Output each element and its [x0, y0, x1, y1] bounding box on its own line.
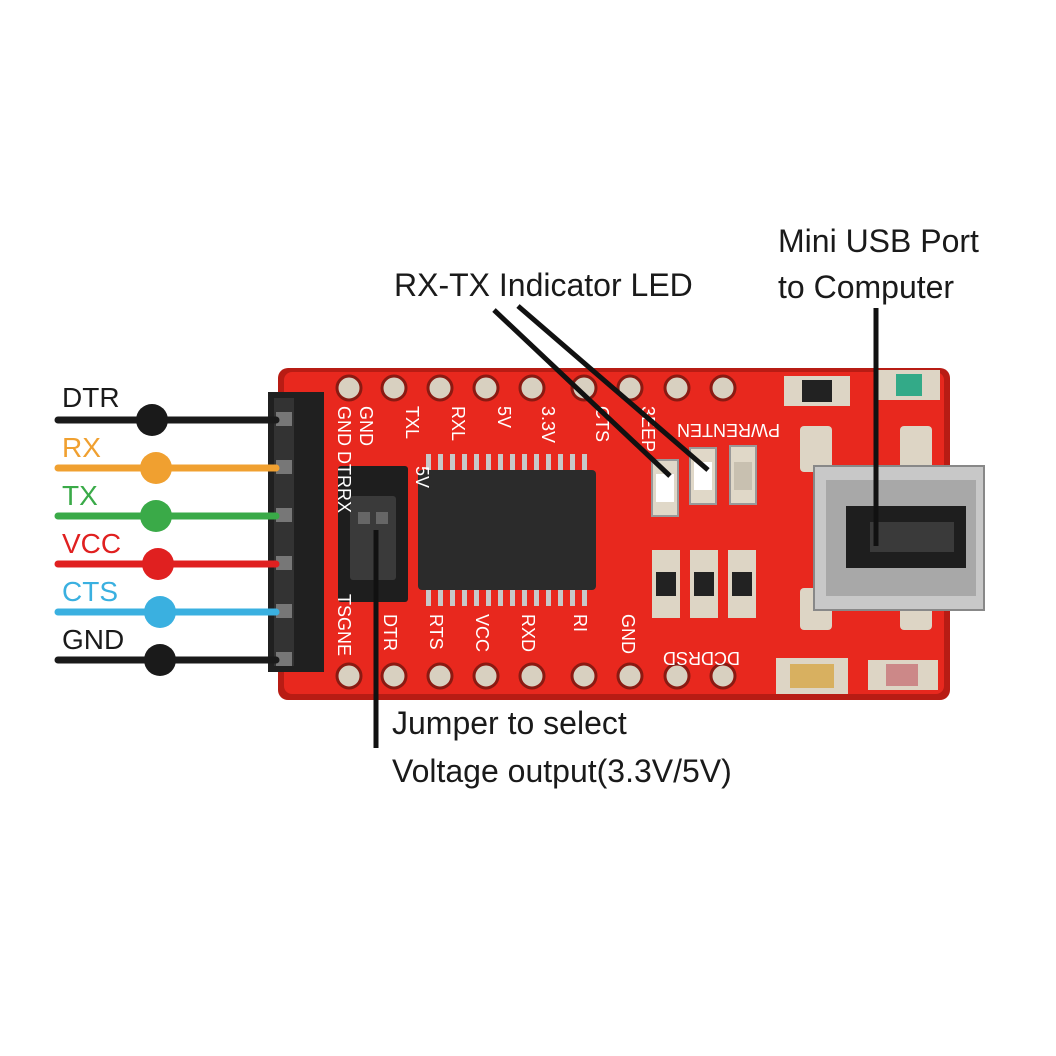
- silk-bot-gnd: GND: [618, 614, 638, 654]
- wire-label-dtr: DTR: [62, 382, 120, 413]
- voltage-jumper: [338, 466, 408, 602]
- silk-bot-rxd: RXD: [518, 614, 538, 652]
- silk-header-bottom: TSGNE: [334, 594, 354, 656]
- wire-rx-dot: [140, 452, 172, 484]
- callout-led: RX-TX Indicator LED: [394, 267, 693, 303]
- silk-jumper-5v: 5V: [412, 466, 432, 488]
- silk-top-pwrenten: PWRENTEN: [677, 420, 780, 440]
- pcb-board: [278, 368, 950, 700]
- smd-components: [652, 370, 940, 694]
- top-pin-holes: [335, 374, 737, 402]
- silk-bot-dcdrsd: DCDRSD: [663, 648, 740, 668]
- wire-label-rx: RX: [62, 432, 101, 463]
- wire-vcc-dot: [142, 548, 174, 580]
- callout-jumper-line1: Jumper to select: [392, 705, 627, 741]
- silk-bot-ri: RI: [570, 614, 590, 632]
- wire-label-tx: TX: [62, 480, 98, 511]
- wire-gnd-dot: [144, 644, 176, 676]
- silk-bot-vcc: VCC: [472, 614, 492, 652]
- wire-dtr-dot: [136, 404, 168, 436]
- silk-top-txl: TXL: [402, 406, 422, 439]
- rx-tx-leds: [651, 445, 757, 517]
- silk-top-rxl: RXL: [448, 406, 468, 441]
- wire-label-cts: CTS: [62, 576, 118, 607]
- callout-usb-line1: Mini USB Port: [778, 223, 979, 259]
- ftdi-chip: [418, 454, 596, 606]
- pin-header: [268, 392, 324, 672]
- wire-label-gnd: GND: [62, 624, 125, 655]
- led-pointer-2: [516, 304, 710, 472]
- callout-pointers: [373, 304, 879, 748]
- wire-dots: [136, 404, 176, 676]
- silk-header-top: GND DTRRX: [334, 406, 354, 513]
- silk-top-3eep: 3EEP: [638, 406, 658, 452]
- bottom-pin-holes: [335, 662, 737, 690]
- callout-jumper-line2: Voltage output(3.3V/5V): [392, 753, 732, 789]
- silk-top-3v3: 3.3V: [538, 406, 558, 443]
- wire-cts-dot: [144, 596, 176, 628]
- wire-label-vcc: VCC: [62, 528, 122, 559]
- silk-top-5v: 5V: [494, 406, 514, 428]
- silk-bot-dtr: DTR: [380, 614, 400, 651]
- silk-bot-rts: RTS: [426, 614, 446, 650]
- led-pointer-1: [492, 308, 672, 478]
- mini-usb-port: [813, 465, 985, 611]
- silk-top-gnd: GND: [356, 406, 376, 446]
- wire-tx-dot: [140, 500, 172, 532]
- callout-usb-line2: to Computer: [778, 269, 955, 305]
